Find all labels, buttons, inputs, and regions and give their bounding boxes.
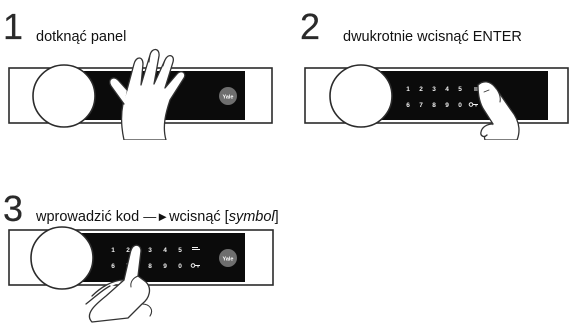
key-8[interactable]: 8 xyxy=(148,263,152,270)
touch-panel xyxy=(78,233,245,282)
step-2: 2 dwukrotnie wcisnąć ENTER 1 2 3 4 5 6 7… xyxy=(297,0,587,140)
key-3[interactable]: 3 xyxy=(432,86,436,93)
unlock-key-icon[interactable] xyxy=(468,102,478,107)
yale-logo-text: Yale xyxy=(222,95,233,101)
yale-logo-text: Yale xyxy=(222,257,233,263)
key-0[interactable]: 0 xyxy=(178,263,182,270)
key-6[interactable]: 6 xyxy=(111,263,115,270)
lock-knob xyxy=(30,226,94,290)
step-3-instruction-enter-code: wprowadzić kod xyxy=(36,209,140,225)
step-1-illustration: Yale xyxy=(8,48,273,140)
key-1[interactable]: 1 xyxy=(111,247,115,254)
step-3: 3 wprowadzić kod —►wcisnąć [symbol] 1 2 … xyxy=(0,182,587,325)
touch-panel xyxy=(381,71,548,120)
step-3-number: 3 xyxy=(3,188,24,229)
step-1-number: 1 xyxy=(3,6,24,47)
step-3-instruction: wprowadzić kod —►wcisnąć [symbol] xyxy=(36,208,279,226)
pointing-hand-icon xyxy=(477,81,520,140)
key-5[interactable]: 5 xyxy=(178,247,182,254)
yale-logo-icon xyxy=(219,249,237,267)
step-3-instruction-symbol: symbol xyxy=(228,209,275,225)
key-2[interactable]: 2 xyxy=(419,86,423,93)
step-1-instruction: dotknąć panel xyxy=(36,29,127,45)
key-8[interactable]: 8 xyxy=(432,102,436,109)
unlock-key-icon[interactable] xyxy=(190,263,200,268)
step-2-number: 2 xyxy=(300,6,321,47)
step-1: 1 dotknąć panel Yale xyxy=(0,0,290,140)
key-1[interactable]: 1 xyxy=(406,86,410,93)
key-2[interactable]: 2 xyxy=(126,247,130,254)
step-3-instruction-press: wcisnąć [ xyxy=(169,209,229,225)
step-2-illustration: 1 2 3 4 5 6 7 8 9 0 xyxy=(304,64,569,140)
enter-key-icon[interactable] xyxy=(192,247,200,250)
step-3-illustration: 1 2 3 4 5 6 7 8 9 0 Yale xyxy=(8,226,274,323)
lock-knob xyxy=(329,64,393,128)
key-0[interactable]: 0 xyxy=(458,102,462,109)
key-9[interactable]: 9 xyxy=(445,102,449,109)
key-4[interactable]: 4 xyxy=(445,86,449,93)
key-6[interactable]: 6 xyxy=(406,102,410,109)
yale-logo-icon xyxy=(219,87,237,105)
pointing-hand-icon xyxy=(85,244,153,323)
step-3-instruction-close: ] xyxy=(274,209,279,225)
key-9[interactable]: 9 xyxy=(163,263,167,270)
key-7[interactable]: 7 xyxy=(419,102,423,109)
key-4[interactable]: 4 xyxy=(163,247,167,254)
palm-hand-icon xyxy=(109,48,186,140)
lock-knob xyxy=(32,64,96,128)
step-2-instruction: dwukrotnie wcisnąć ENTER xyxy=(343,29,522,45)
key-5[interactable]: 5 xyxy=(458,86,462,93)
key-3[interactable]: 3 xyxy=(148,247,152,254)
arrow-right-icon: —► xyxy=(143,209,170,224)
